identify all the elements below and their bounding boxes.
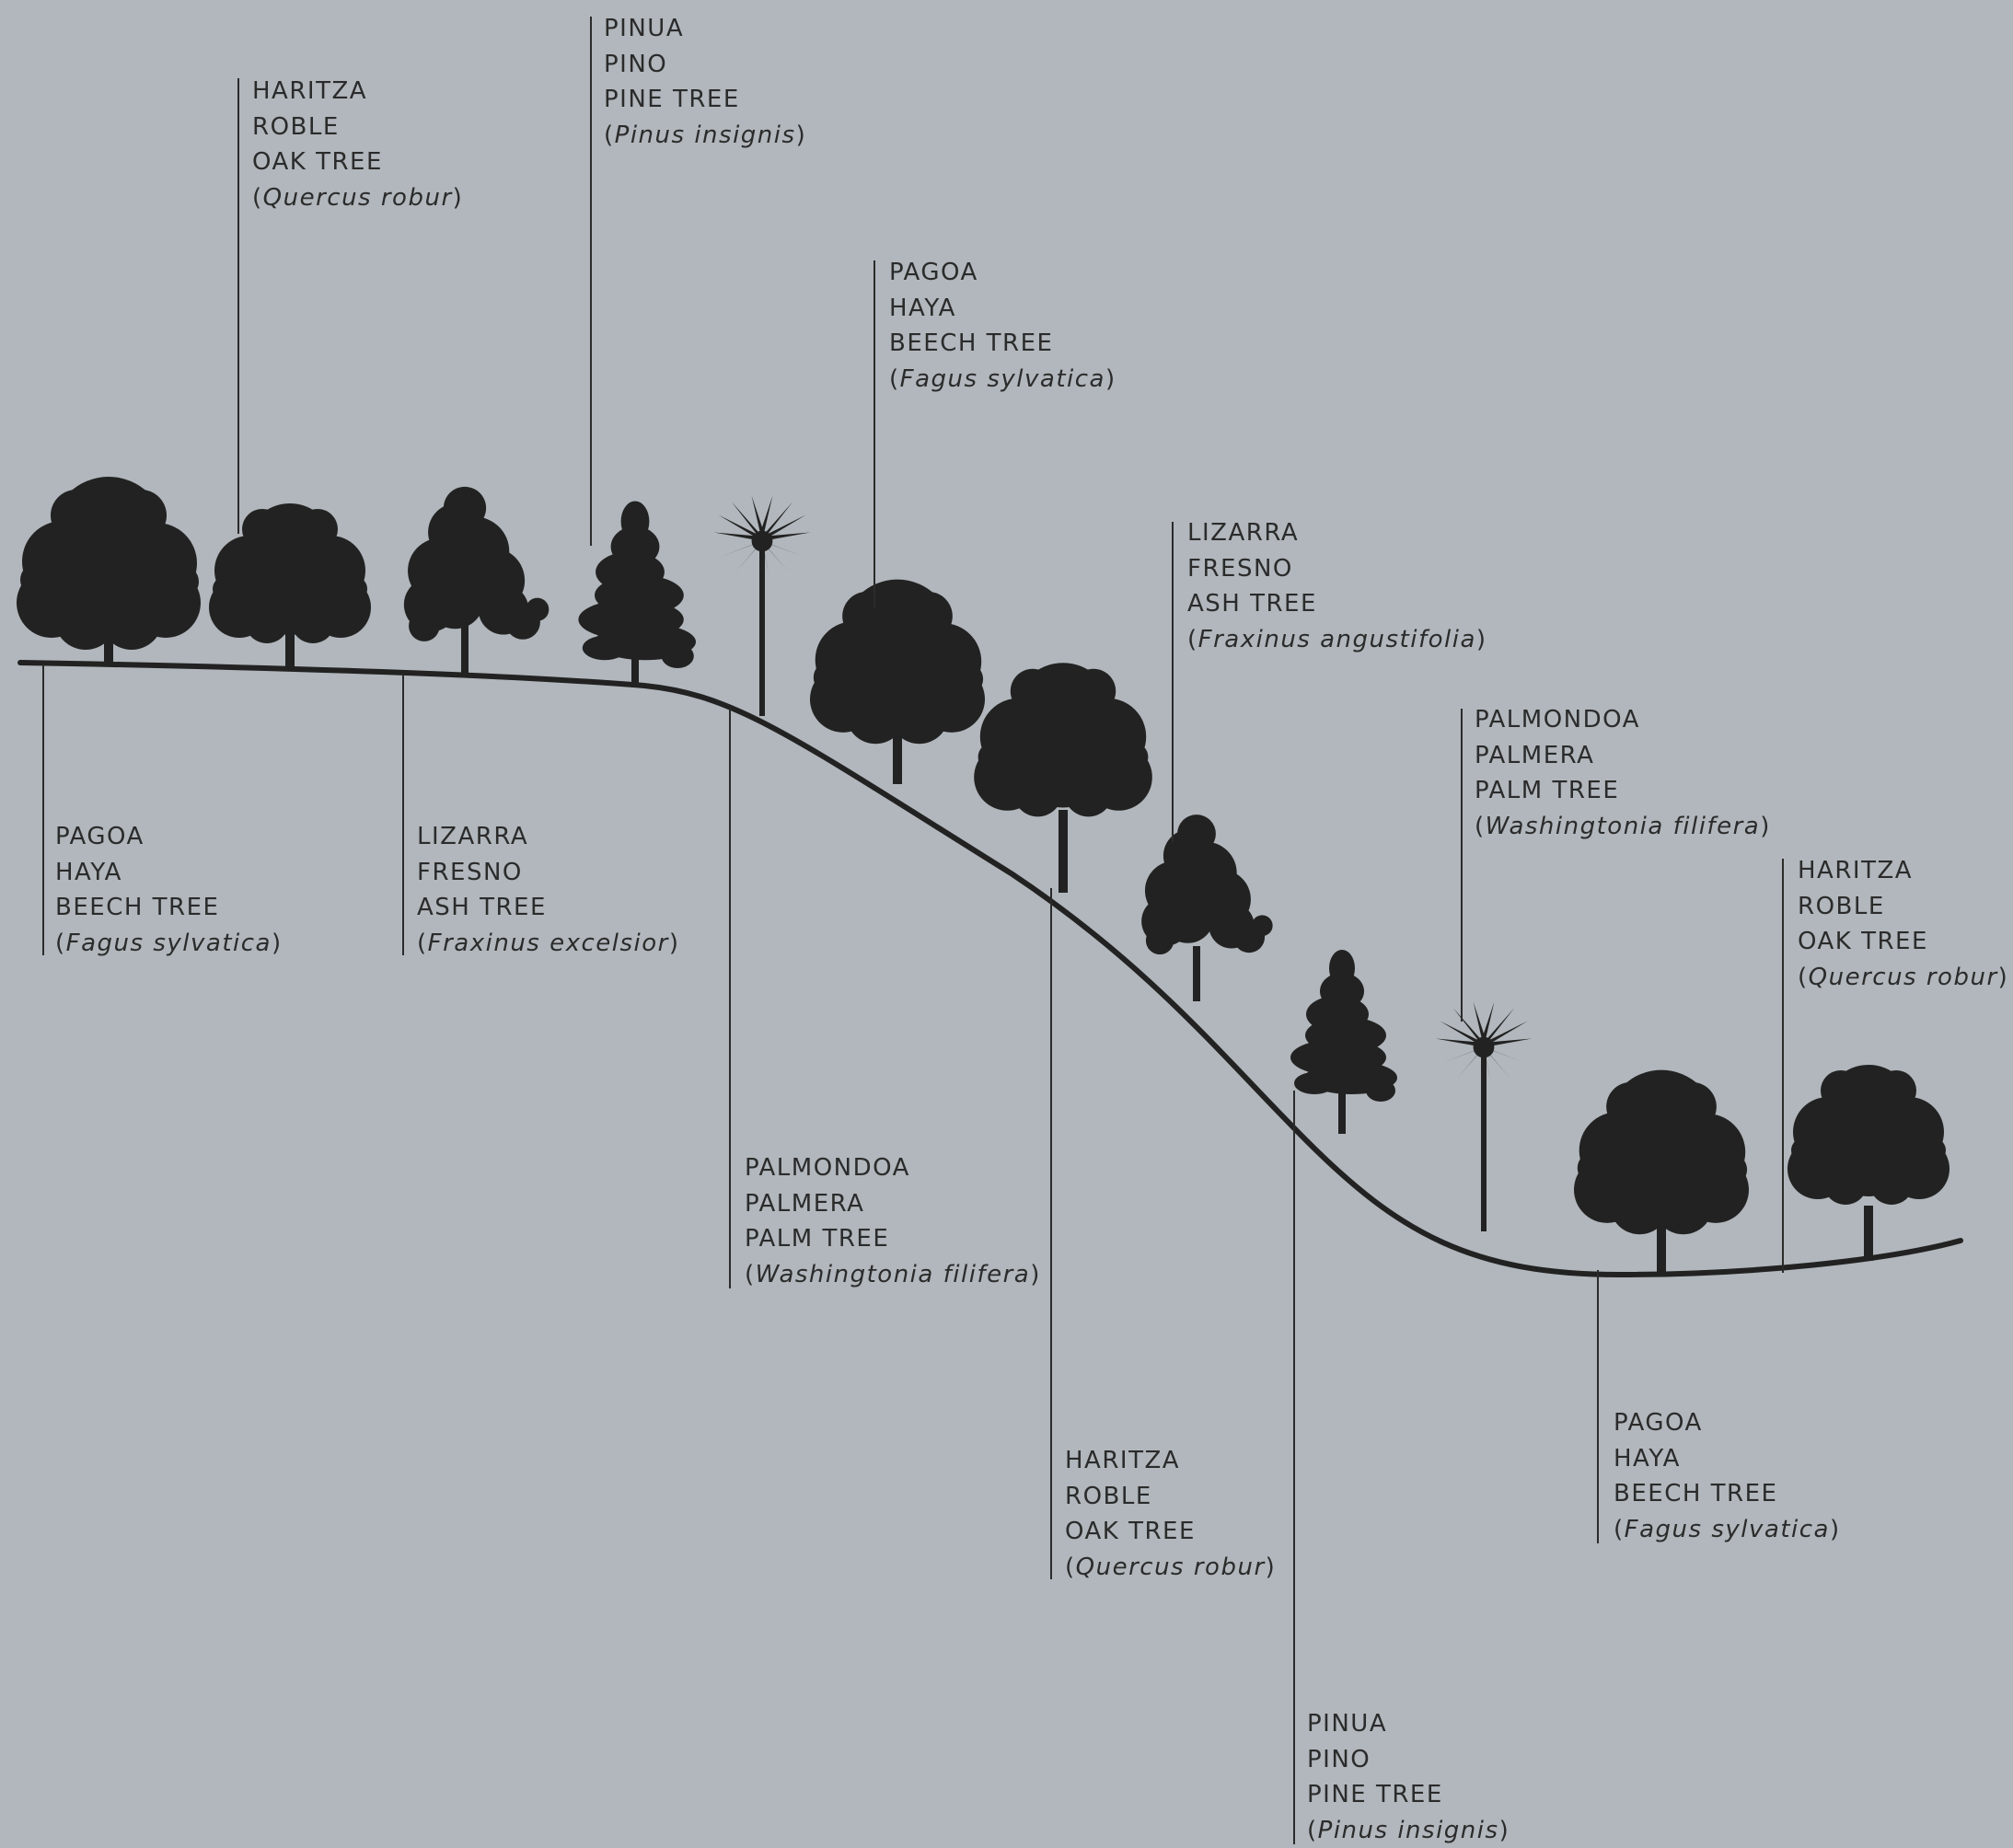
english-name: BEECH TREE <box>889 329 1054 357</box>
latin-name: Quercus robur <box>1075 1553 1266 1581</box>
basque-name: LIZARRA <box>417 823 529 850</box>
basque-name: PAGOA <box>889 259 978 286</box>
latin-name: Quercus robur <box>262 183 453 212</box>
oak-icon <box>974 663 1152 893</box>
latin-name: Fagus sylvatica <box>65 929 272 957</box>
beech-icon <box>810 579 985 784</box>
basque-name: LIZARRA <box>1187 519 1300 547</box>
spanish-name: PALMERA <box>745 1189 865 1218</box>
label-top-palm: PALMONDOA PALMERA PALM TREE (Washingtoni… <box>1475 702 1771 844</box>
english-name: ASH TREE <box>417 894 547 921</box>
spanish-name: PINO <box>1307 1745 1371 1773</box>
label-top-beech: PAGOA HAYA BEECH TREE (Fagus sylvatica) <box>889 255 1116 397</box>
spanish-name: ROBLE <box>1065 1482 1152 1510</box>
latin-name: Fagus sylvatica <box>1624 1515 1830 1543</box>
english-name: PALM TREE <box>745 1225 890 1253</box>
english-name: BEECH TREE <box>1614 1480 1778 1507</box>
basque-name: HARITZA <box>1798 857 1914 884</box>
latin-name: Pinus insignis <box>614 121 796 149</box>
basque-name: PALMONDOA <box>1475 706 1640 733</box>
english-name: PINE TREE <box>1307 1781 1443 1808</box>
pine-icon <box>1290 950 1397 1134</box>
spanish-name: HAYA <box>1614 1444 1681 1473</box>
ash-icon <box>1141 814 1273 1001</box>
label-bottom-ash: LIZARRA FRESNO ASH TREE (Fraxinus excels… <box>417 819 680 961</box>
spanish-name: FRESNO <box>417 858 523 886</box>
spanish-name: FRESNO <box>1187 554 1293 583</box>
spanish-name: HAYA <box>889 294 956 322</box>
label-bottom-oak: HARITZA ROBLE OAK TREE (Quercus robur) <box>1065 1443 1276 1585</box>
english-name: BEECH TREE <box>55 894 220 921</box>
beech-icon <box>17 477 201 663</box>
latin-name: Washingtonia filifera <box>755 1260 1031 1288</box>
basque-name: PINUA <box>1307 1710 1388 1738</box>
basque-name: PAGOA <box>1614 1409 1703 1437</box>
ash-icon <box>403 486 550 676</box>
english-name: PALM TREE <box>1475 777 1620 804</box>
latin-name: Washingtonia filifera <box>1485 812 1761 840</box>
english-name: OAK TREE <box>252 148 383 176</box>
basque-name: HARITZA <box>252 77 368 105</box>
oak-icon <box>209 503 371 667</box>
basque-name: HARITZA <box>1065 1447 1181 1474</box>
english-name: OAK TREE <box>1065 1518 1196 1545</box>
latin-name: Pinus insignis <box>1317 1816 1499 1844</box>
oak-icon <box>1787 1065 1949 1261</box>
spanish-name: PINO <box>604 50 668 78</box>
basque-name: PINUA <box>604 15 685 42</box>
spanish-name: ROBLE <box>1798 892 1885 920</box>
beech-icon <box>1574 1069 1749 1275</box>
palm-icon <box>1435 1001 1533 1231</box>
basque-name: PAGOA <box>55 823 145 850</box>
label-bottom-palm: PALMONDOA PALMERA PALM TREE (Washingtoni… <box>745 1150 1041 1292</box>
english-name: OAK TREE <box>1798 928 1928 955</box>
palm-icon <box>713 495 811 716</box>
latin-name: Fraxinus angustifolia <box>1197 625 1476 653</box>
label-top-oak: HARITZA ROBLE OAK TREE (Quercus robur) <box>252 74 463 215</box>
trees <box>17 477 1949 1275</box>
label-bottom-beech-2: PAGOA HAYA BEECH TREE (Fagus sylvatica) <box>1614 1405 1841 1547</box>
spanish-name: ROBLE <box>252 112 340 141</box>
english-name: ASH TREE <box>1187 590 1317 618</box>
basque-name: PALMONDOA <box>745 1154 910 1182</box>
label-top-ash: LIZARRA FRESNO ASH TREE (Fraxinus angust… <box>1187 515 1487 657</box>
spanish-name: PALMERA <box>1475 741 1595 769</box>
latin-name: Fagus sylvatica <box>899 364 1105 393</box>
pine-icon <box>578 501 696 687</box>
english-name: PINE TREE <box>604 86 740 113</box>
latin-name: Quercus robur <box>1808 963 1998 991</box>
slope-line <box>17 660 1963 1278</box>
label-top-oak-2: HARITZA ROBLE OAK TREE (Quercus robur) <box>1798 853 2008 995</box>
label-bottom-beech: PAGOA HAYA BEECH TREE (Fagus sylvatica) <box>55 819 283 961</box>
label-bottom-pine: PINUA PINO PINE TREE (Pinus insignis) <box>1307 1706 1510 1848</box>
spanish-name: HAYA <box>55 858 122 886</box>
label-top-pine: PINUA PINO PINE TREE (Pinus insignis) <box>604 11 806 153</box>
leader-lines <box>42 17 1784 1844</box>
latin-name: Fraxinus excelsior <box>427 929 669 957</box>
